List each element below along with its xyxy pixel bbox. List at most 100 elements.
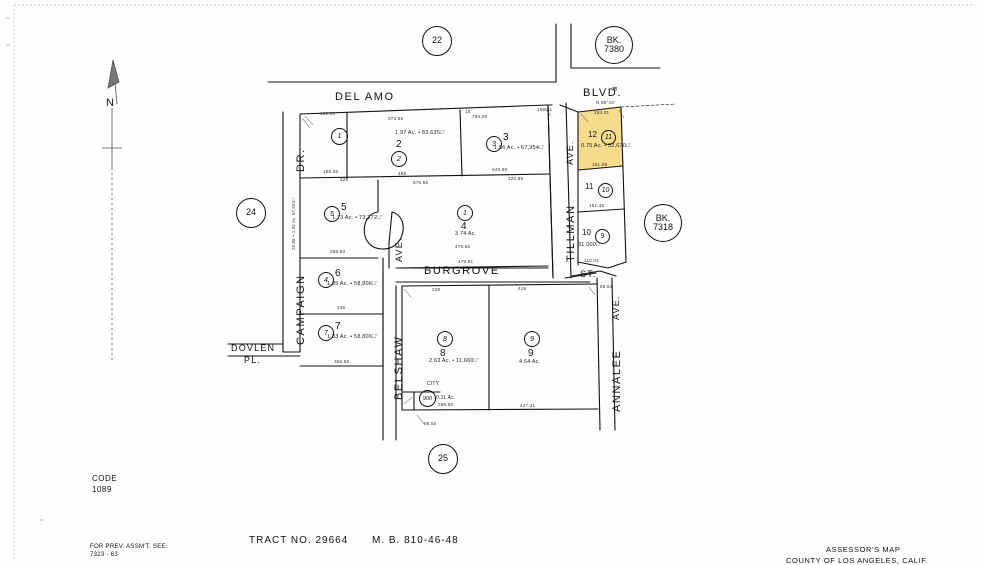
lot-area-lot-3: 1.56 Ac. • 67,954□' [494,145,544,151]
street-label-belshaw: BELSHAW [393,335,405,400]
lot-area-lot-6: 1.35 Ac. • 58,806□' [327,281,377,287]
dim-bearing-annalee: 88.51 [600,284,613,289]
dim-lot7-bottom: 366.55 [334,359,350,364]
parcel-circle-lot-4: 1 [457,205,473,221]
book-marker-7318: BK. 7318 [644,204,682,242]
lot-area-lot-8: 2.63 Ac. • 11,660□' [429,358,479,364]
dim-row1-3: 488 [398,171,407,176]
dim-del-amo-1: 160.01 [320,111,336,116]
lot-number-lot-5: 5 [341,202,347,213]
parcel-circle-lot-10: 9 [595,229,610,244]
street-label-campaign-suffix: DR. [295,148,307,172]
street-label-blvd: BLVD. [583,87,622,99]
lot-area-lot-7: 1.33 Ac. • 58,806□' [327,334,377,340]
street-label-st: ST. [580,269,597,279]
street-label-annalee: ANNALEE [611,349,623,412]
dim-lot10-bottom: 110.01 [584,258,599,263]
lot-number-lot-10: 10 [582,228,591,237]
lot-number-lot-7: 7 [335,321,341,332]
parcel-circle-lot-900: 900 [419,390,436,407]
page-marker-24: 24 [236,198,266,228]
street-label-belshaw-suffix: AVE. [394,237,404,262]
dim-lot8-side: 88.50 [424,421,437,426]
code-value: 1089 [92,485,112,494]
lot-area-lot-4: 3.74 Ac. [455,231,477,237]
street-label-tillman: TILLMAN [565,204,577,262]
book-marker-7318-line1: BK. [655,212,671,223]
lot-number-lot-3: 3 [503,132,509,143]
tract-label: TRACT NO. 29664 [249,535,349,546]
dim-del-amo-3: 15 [465,109,471,114]
assessor-map-line2: COUNTY OF LOS ANGELES, CALIF. [786,556,929,565]
book-marker-7380-line2: 7380 [603,44,625,54]
dim-row1-2: 328 [340,177,349,182]
code-label: CODE [92,474,118,483]
street-label-tillman-suffix: AVE. [565,140,575,165]
blvd-bearing-mark: ≋ [612,86,618,93]
street-label-annalee-suffix: AVE. [611,295,621,320]
lot-area-lot-10: 31,000□' [578,242,601,248]
dim-burgrove-2: 419 [518,286,527,291]
book-marker-7380: BK. 7380 [595,26,633,64]
lot-number-lot-12: 12 [588,130,597,139]
dim-lot6-bottom: 246 [337,305,346,310]
page-marker-22: 22 [422,26,452,56]
dim-lot5-bottom: 288.83 [330,249,346,254]
dim-row1-4: 576.55 [413,180,429,185]
dim-lot9-bottom: 447.31 [520,403,536,408]
north-label: N [106,97,114,109]
parcel-circle-lot-9: 9 [524,331,540,347]
book-marker-7318-line2: 7318 [652,222,674,232]
parcel-circle-lot-11: 10 [598,183,613,198]
lot-area-lot-2: 1.97 Ac. • 83,635□' [395,130,445,136]
parcel-circle-lot-1: 1 [331,128,348,145]
dim-row1-5: 349.88 [492,167,508,172]
dim-del-amo-2: 373.55 [388,116,404,121]
dim-lot8-bottom: 289.50 [438,402,454,407]
lot-number-lot-11: 11 [585,182,594,191]
parcel-circle-lot-2: 2 [391,151,407,167]
annotation-campaign: 28.86' • 1.32 Ac. 57,503□' [291,197,296,250]
lot-number-lot-4: 4 [461,221,467,232]
highlight-lot-12 [578,107,623,170]
lot-number-lot-6: 6 [335,268,341,279]
book-marker-7380-line1: BK. [606,34,622,45]
dim-lot4-bottom-2: 476.81 [458,259,474,264]
dim-lot11-bottom: 161.45 [589,203,605,208]
lot-number-lot-8: 8 [440,348,446,359]
dim-burgrove-1: 229 [432,287,441,292]
dim-bearing-del-amo: N 89°44' [596,100,616,105]
dim-row1-6: 320.88 [508,176,524,181]
parcel-circle-lot-8: 8 [437,331,453,347]
dim-lot12-bottom: 151.99 [592,162,608,167]
street-label-burgrove: BURGROVE [424,265,500,277]
assessor-map-line1: ASSESSOR'S MAP [826,545,901,554]
street-label-dovlen-suffix: PL. [244,355,262,365]
lot-area-lot-12: 0.75 Ac. • 32,670□' [581,143,631,149]
parcel-circle-lot-7: 7 [318,325,334,341]
dim-row1-1: 165.55 [323,169,339,174]
dim-del-amo-5: 166.61 [537,107,553,112]
lot-area-lot-9: 4.64 Ac. [519,359,541,365]
lot-area-lot-900: 0.11 Ac. [436,395,456,401]
lot-area-lot-5: 1.73 Ac. • 73,372□' [332,215,382,221]
parcel-circle-lot-12: 11 [601,130,616,145]
street-label-del-amo: DEL AMO [335,91,395,103]
dim-lot4-bottom: 476.55 [455,244,471,249]
lot-number-lot-9: 9 [528,348,534,359]
prev-assmt-value: 7323 - 63 [90,552,119,558]
dim-lot12-top: 193.01 [594,110,610,115]
parcel-circle-lot-6: 4 [318,272,334,288]
dim-del-amo-4: 794.28 [472,114,488,119]
lot-label-city: CITY [427,381,440,387]
street-label-dovlen: DOVLEN [231,343,276,353]
map-book-label: M. B. 810-46-48 [372,535,459,546]
north-arrow [102,59,122,360]
street-label-campaign: CAMPAIGN [295,274,307,345]
prev-assmt-label: FOR PREV. ASSM'T. SEE: [90,544,168,550]
lot-number-lot-2: 2 [396,139,402,150]
parcel-circle-lot-5: 5 [324,206,340,222]
page-marker-25: 25 [428,444,458,474]
